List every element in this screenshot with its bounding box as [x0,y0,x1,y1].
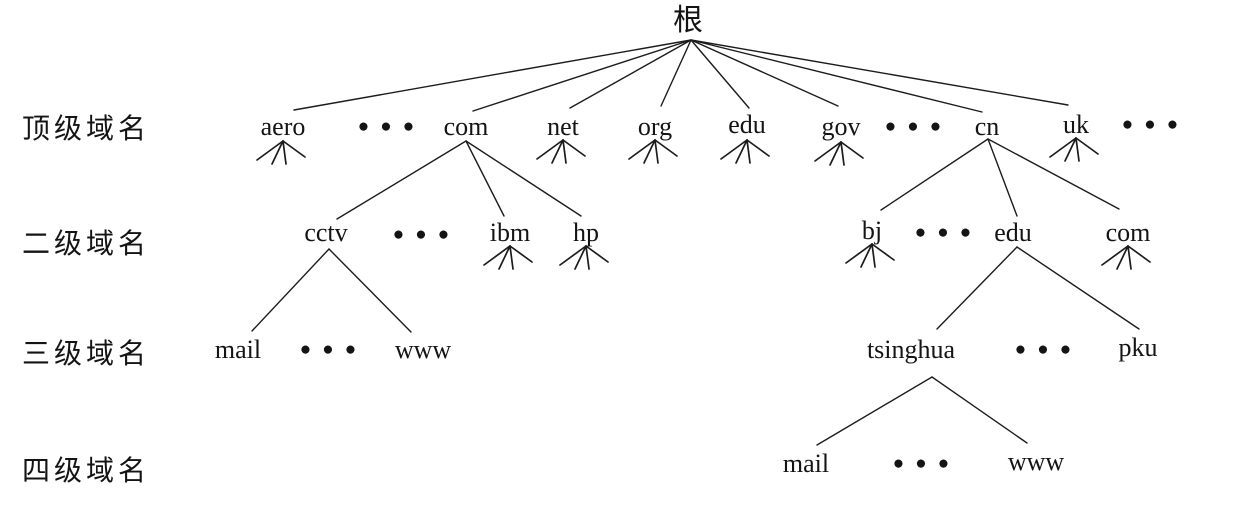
com-branch-edges [336,140,582,220]
level-label-third-level: 三级域名 [22,339,151,370]
subtree-fan-icon [256,140,306,165]
ellipsis-dots: ●●● [299,339,368,360]
node-ibm: ibm [489,218,531,247]
node-tsinghua: tsinghua [866,335,956,364]
ellipsis-dots: ●●● [914,222,983,243]
subtree-fan-icon [536,139,586,164]
ellipsis-dots: ●●● [1121,114,1190,135]
ellipsis-dots: ●●● [1014,339,1083,360]
node-gov: gov [821,112,861,141]
node-www-tsinghua: www [1007,447,1065,476]
subtree-fan-icon [559,245,609,270]
subtree-fan-icon [1101,245,1151,270]
node-com-cn: com [1105,218,1151,247]
node-com: com [443,112,489,141]
node-root: 根 [673,4,703,37]
ellipsis-dots: ●●● [392,224,461,245]
node-mail-tsinghua: mail [782,449,830,478]
node-cctv: cctv [304,218,348,247]
subtree-fan-icon [814,141,864,166]
ellipsis-dots: ●●● [892,453,961,474]
node-mail-cctv: mail [214,335,262,364]
node-aero: aero [260,112,306,141]
node-hp: hp [573,218,599,247]
ellipsis-dots: ●●● [357,116,426,137]
tsinghua-branch-edges [816,376,1028,446]
ellipsis-dots: ●●● [884,116,953,137]
cctv-branch-edges [251,248,412,333]
subtree-fan-icon [483,245,533,270]
level-label-fourth-level: 四级域名 [22,456,151,487]
node-bj: bj [861,216,883,245]
subtree-fan-icon [845,243,895,268]
root-edges [293,39,1069,113]
subtree-fan-icon [720,139,770,164]
level-label-top-level: 顶级域名 [22,114,151,145]
subtree-fan-icon [628,139,678,164]
node-edu: edu [728,110,766,139]
node-net: net [547,112,579,141]
node-uk: uk [1063,110,1089,139]
node-cn: cn [974,112,1000,141]
edu-cn-branch-edges [936,246,1140,330]
node-edu-cn: edu [994,218,1032,247]
node-org: org [637,112,673,141]
level-label-second-level: 二级域名 [22,229,151,260]
node-pku: pku [1118,333,1158,362]
subtree-fan-icon [1049,137,1099,162]
cn-branch-edges [880,138,1120,217]
node-www-cctv: www [394,335,452,364]
